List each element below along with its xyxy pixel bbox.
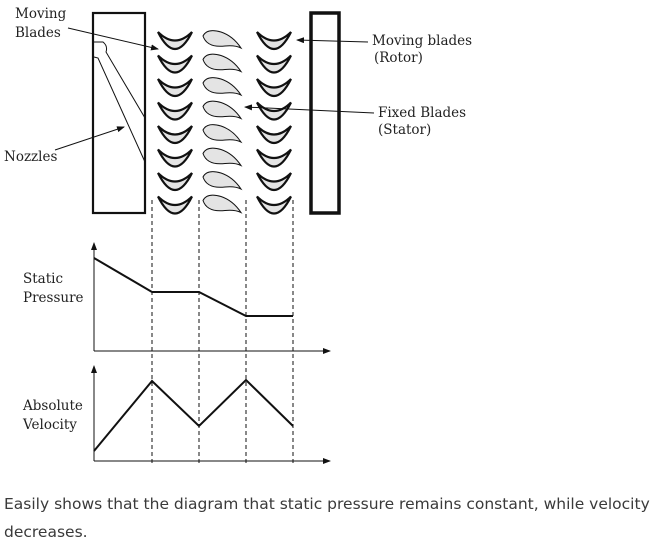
arrow-moving-blades-rotor (296, 37, 369, 44)
caption: Easily shows that the diagram that stati… (4, 495, 650, 541)
moving-blade-row2 (256, 125, 292, 145)
absolute-velocity-line (93, 378, 294, 452)
arrow-moving-blades-left (67, 27, 159, 51)
fixed-blade (202, 53, 243, 73)
label-fixed-blades: Fixed Blades(Stator) (378, 105, 466, 138)
moving-blade-row1 (157, 172, 193, 192)
moving-blade-row2 (256, 31, 292, 51)
blade-rows (157, 30, 292, 215)
moving-blade-row1 (157, 101, 193, 121)
moving-blade-row1 (157, 148, 193, 168)
rotor-casing (309, 11, 341, 215)
moving-blade-row1 (157, 195, 193, 215)
fixed-blade (202, 77, 243, 97)
moving-blade-row2 (256, 78, 292, 98)
moving-blade-row2 (256, 172, 292, 192)
arrow-nozzles (54, 126, 125, 151)
moving-blade-row2 (256, 195, 292, 215)
fixed-blade (202, 194, 243, 214)
fixed-blade (202, 30, 243, 50)
fixed-blade (202, 171, 243, 191)
moving-blade-row1 (157, 54, 193, 74)
fixed-blade (202, 147, 243, 167)
static-pressure-line (93, 257, 293, 317)
moving-blade-row1 (157, 78, 193, 98)
moving-blade-row1 (157, 125, 193, 145)
label-moving-blades-rotor: Moving blades(Rotor) (372, 33, 472, 66)
label-nozzles: Nozzles (4, 149, 57, 165)
fixed-blade (202, 124, 243, 144)
moving-blade-row1 (157, 31, 193, 51)
arrow-fixed-blades (244, 104, 375, 114)
stage-boundaries (151, 200, 294, 465)
fixed-blade (202, 100, 243, 120)
nozzle-casing (91, 11, 147, 215)
moving-blade-row2 (256, 54, 292, 74)
moving-blade-row2 (256, 101, 292, 121)
moving-blade-row2 (256, 148, 292, 168)
